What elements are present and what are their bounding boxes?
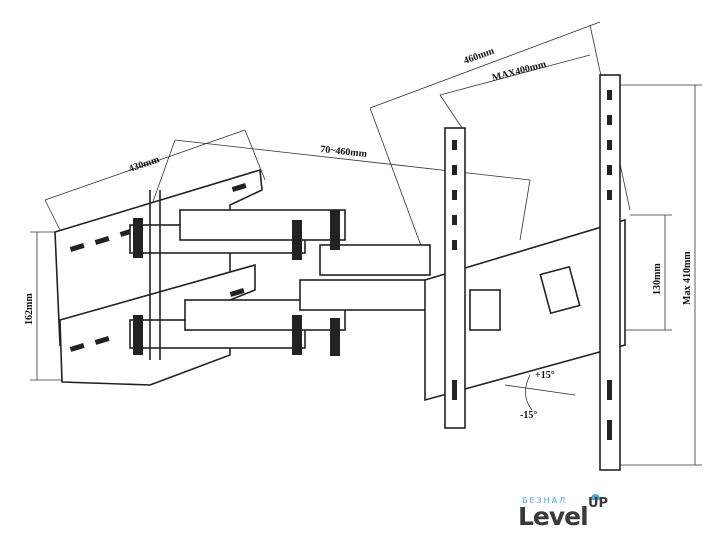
dim-wall-plate-width: 430mm <box>127 154 161 175</box>
dim-tilt-down: -15° <box>520 410 537 421</box>
dim-tilt-up: +15° <box>535 370 555 381</box>
dim-max-height: Max 410mm <box>682 251 693 305</box>
dimension-lines <box>30 21 702 466</box>
dim-wall-plate-height: 162mm <box>24 293 35 325</box>
dim-tv-plate-width: 460mm <box>462 45 496 66</box>
wall-plate <box>54 168 263 386</box>
dim-vesa-max: MAX400mm <box>491 59 548 84</box>
logo-subtitle: БЕЗНАЛ <box>522 496 568 505</box>
logo-text: Level <box>518 502 589 531</box>
swing-arms <box>129 190 431 360</box>
dim-plate-height: 130mm <box>652 263 663 295</box>
levelup-logo: БЕЗНАЛ Level UP <box>518 494 618 534</box>
dim-extension: 70~460mm <box>320 144 368 160</box>
tv-plate <box>424 74 626 471</box>
logo-accent-icon <box>591 494 600 500</box>
logo-up: UP <box>588 496 609 511</box>
